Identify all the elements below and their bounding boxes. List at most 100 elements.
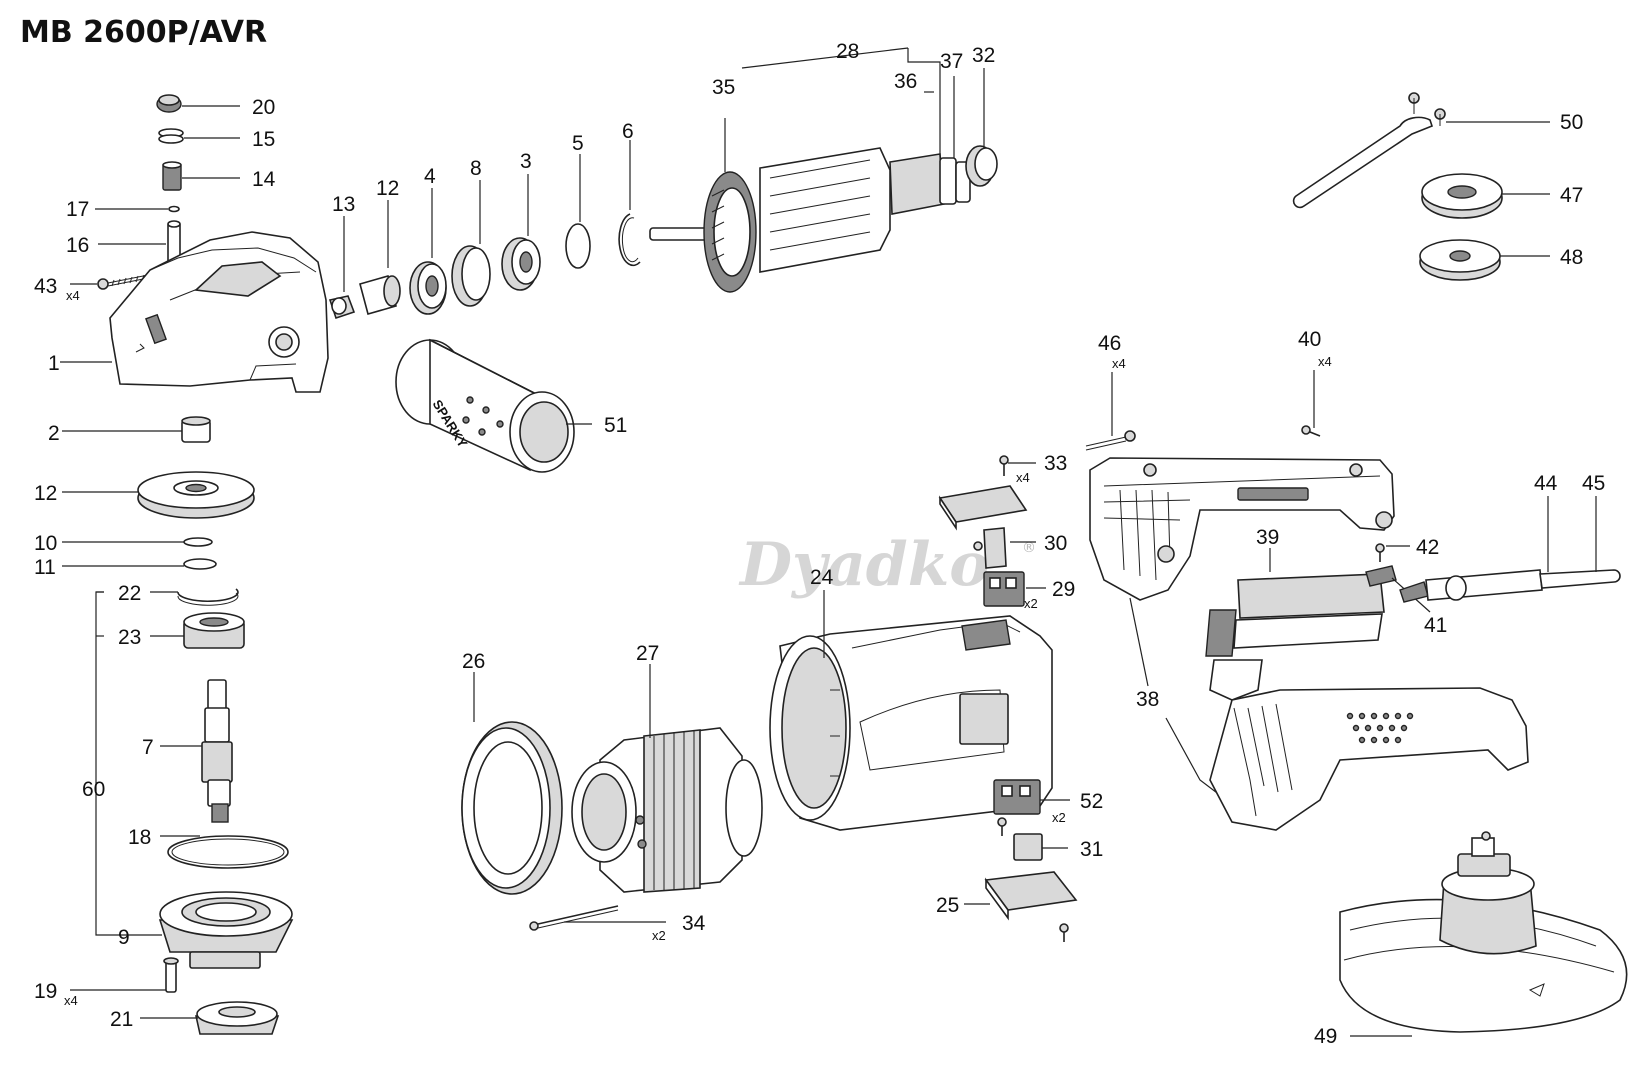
qty-33: x4 [1016, 470, 1030, 485]
part-26-ring [461, 721, 563, 895]
part-32-bearing [965, 145, 998, 187]
part-8-sleeve [451, 245, 491, 307]
part-44-cord-guard [1399, 569, 1543, 603]
part-47-clamp-nut [1421, 173, 1503, 219]
part-46-screw [1085, 430, 1136, 451]
part-50-spanner-wrench [1292, 92, 1446, 209]
label-20: 20 [252, 96, 275, 119]
label-1: 1 [48, 352, 60, 375]
label-8: 8 [470, 157, 482, 180]
diagram-title: MB 2600P/AVR [20, 15, 267, 50]
label-22: 22 [118, 582, 141, 605]
watermark-registered-mark: ® [1022, 540, 1036, 556]
label-33: 33 [1044, 452, 1067, 475]
watermark: Dyadko [738, 530, 989, 600]
label-17: 17 [66, 198, 89, 221]
part-14-lock-pin [162, 161, 182, 191]
part-1-gear-housing [109, 231, 329, 393]
part-10-washer [183, 537, 213, 547]
label-46: 46 [1098, 332, 1121, 355]
qty-43: x4 [66, 288, 80, 303]
label-15: 15 [252, 128, 275, 151]
label-11: 11 [34, 556, 56, 579]
part-7-spindle [201, 679, 233, 823]
part-38-handle-shell [1089, 457, 1395, 601]
label-52: 52 [1080, 790, 1103, 813]
label-40: 40 [1298, 328, 1321, 351]
part-30-carbon-brush [973, 527, 1007, 569]
part-29-brush-holder [983, 571, 1025, 607]
part-5-washer [565, 223, 591, 269]
part-18-o-ring [167, 835, 289, 869]
part-6-circlip [618, 213, 641, 267]
label-60: 60 [82, 778, 105, 801]
label-31: 31 [1080, 838, 1103, 861]
part-39-switch [1205, 573, 1385, 701]
label-16: 16 [66, 234, 89, 257]
part-35-armature [649, 147, 971, 293]
part-3-bearing [501, 237, 541, 291]
part-49-wheel-guard [1339, 831, 1628, 1033]
qty-40: x4 [1318, 354, 1332, 369]
label-3: 3 [520, 150, 532, 173]
label-42: 42 [1416, 536, 1439, 559]
part-13-nut [328, 295, 356, 320]
qty-34: x2 [652, 928, 666, 943]
part-33-screws [999, 455, 1009, 476]
part-20-lock-button [156, 94, 182, 113]
label-29: 29 [1052, 578, 1075, 601]
part-52-brush-holder [993, 779, 1041, 836]
label-12-left: 12 [34, 482, 57, 505]
label-45: 45 [1582, 472, 1605, 495]
label-30: 30 [1044, 532, 1067, 555]
label-50: 50 [1560, 111, 1583, 134]
part-15-spring [158, 128, 184, 144]
bracket-28 [741, 47, 941, 160]
label-34: 34 [682, 912, 706, 935]
part-rear-handle-half [1209, 687, 1529, 831]
part-41-cable-clamp [1365, 565, 1397, 587]
label-37: 37 [940, 50, 963, 73]
label-18: 18 [128, 826, 151, 849]
part-brush-cover-top [938, 485, 1028, 531]
label-10: 10 [34, 532, 57, 555]
label-27: 27 [636, 642, 659, 665]
label-51: 51 [604, 414, 627, 437]
label-36: 36 [894, 70, 917, 93]
label-6: 6 [622, 120, 634, 143]
part-2-bushing [181, 416, 211, 443]
part-17-ring [168, 205, 180, 213]
label-2: 2 [48, 422, 60, 445]
label-26: 26 [462, 650, 485, 673]
bracket-60 [95, 591, 104, 936]
qty-29: x2 [1024, 596, 1038, 611]
label-23: 23 [118, 626, 141, 649]
part-21-inner-flange [195, 1001, 280, 1035]
label-43: 43 [34, 275, 57, 298]
part-27-stator [571, 727, 763, 893]
part-22-circlip [177, 588, 239, 606]
part-24-motor-housing [769, 615, 1053, 831]
part-12-pinion [359, 275, 401, 315]
label-48: 48 [1560, 246, 1583, 269]
part-40-screw [1301, 425, 1321, 437]
qty-52: x2 [1052, 810, 1066, 825]
part-42-screw [1375, 543, 1385, 562]
qty-19: x4 [64, 993, 78, 1008]
label-44: 44 [1534, 472, 1558, 495]
label-9: 9 [118, 926, 130, 949]
label-47: 47 [1560, 184, 1583, 207]
label-39: 39 [1256, 526, 1279, 549]
label-14: 14 [252, 168, 276, 191]
label-41: 41 [1424, 614, 1447, 637]
label-5: 5 [572, 132, 584, 155]
label-21: 21 [110, 1008, 133, 1031]
part-4-bearing [409, 261, 447, 315]
label-12-top: 12 [376, 177, 399, 200]
part-25-brush-cover [984, 871, 1078, 942]
part-45-power-cable [1539, 569, 1621, 589]
part-31-carbon-brush [1013, 833, 1043, 861]
label-49: 49 [1314, 1025, 1337, 1048]
label-24: 24 [810, 566, 834, 589]
